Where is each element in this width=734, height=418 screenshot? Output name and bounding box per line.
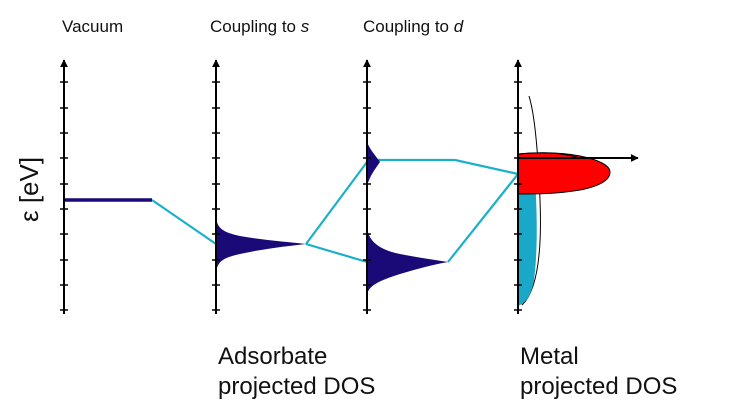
adsorbate-caption-line2: projected DOS: [218, 373, 376, 400]
s-coupled-dos-peak: [216, 214, 306, 276]
coupling-s-title: Coupling to s: [210, 17, 309, 37]
vacuum-title: Vacuum: [62, 17, 124, 36]
coupling-d-title: Coupling to d: [363, 17, 463, 37]
connector-s-to-d-upper: [305, 161, 368, 245]
metal-d-band: [517, 152, 611, 195]
coupling-s-prefix: Coupling to: [210, 17, 301, 36]
energy-axis-3: [363, 59, 371, 314]
metal-d-band-upper-outline: [517, 152, 581, 159]
connector-lines: [151, 158, 519, 264]
metal-sp-band-filled: [518, 178, 537, 306]
coupling-s-var: s: [300, 17, 310, 36]
energy-axis-4: [514, 59, 522, 314]
connector-d-lower-to-metal: [447, 173, 519, 263]
connector-s-to-d-lower: [305, 242, 368, 264]
metal-caption: Metal projected DOS: [520, 342, 677, 402]
adsorbate-caption-line1: Adsorbate: [218, 343, 328, 370]
connector-d-upper-diag-to-metal: [454, 158, 519, 176]
bonding-dos-peak: [367, 228, 448, 294]
coupling-d-var: d: [453, 17, 464, 36]
energy-axes: [60, 59, 522, 314]
adsorbate-caption: Adsorbate projected DOS: [218, 342, 375, 402]
metal-sp-band-outline: [521, 95, 541, 306]
connector-vacuum-to-s: [151, 199, 217, 245]
antibonding-dos-peak: [367, 142, 380, 186]
metal-caption-line2: projected DOS: [520, 373, 678, 400]
energy-axis-1: [60, 59, 68, 314]
metal-caption-line1: Metal: [520, 343, 579, 370]
energy-axis-2: [212, 59, 220, 314]
coupling-d-prefix: Coupling to: [363, 17, 454, 36]
